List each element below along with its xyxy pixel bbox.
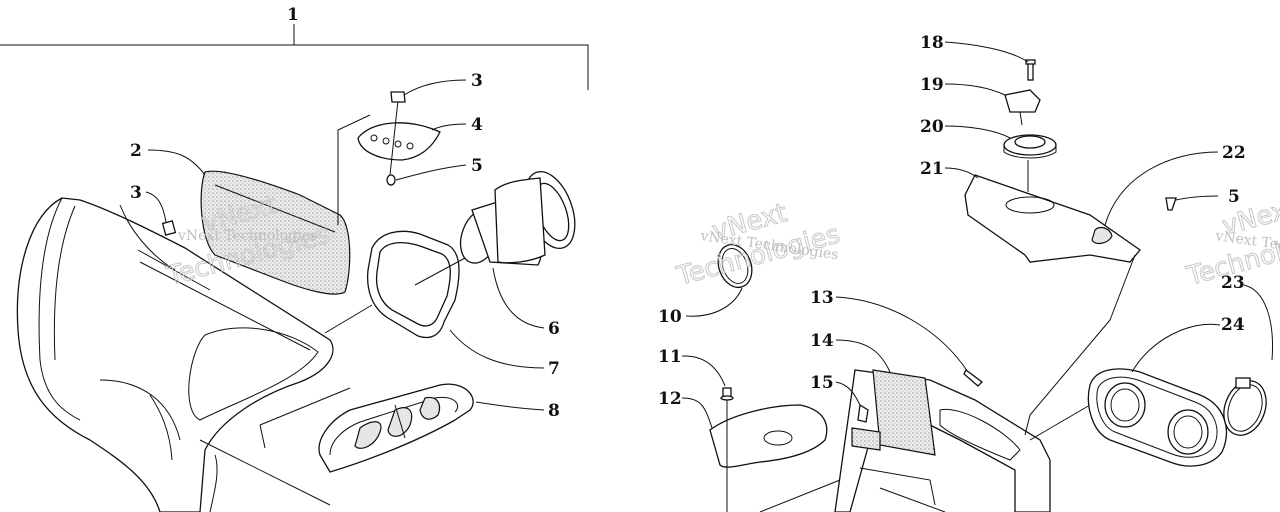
- watermark-left: vNext Technologies vNext Technologies: [163, 190, 334, 293]
- hood-shroud: [16, 197, 334, 512]
- callout-19: 19: [920, 75, 944, 95]
- sensor-19: [1004, 89, 1041, 126]
- callout-20: 20: [920, 117, 944, 137]
- screw-13: [963, 369, 983, 387]
- callout-3-top: 3: [471, 71, 483, 91]
- callout-7: 7: [548, 359, 560, 379]
- callout-12: 12: [658, 389, 682, 409]
- bracket-plate: [357, 99, 441, 176]
- callout-21: 21: [920, 159, 944, 179]
- callout-1: 1: [287, 5, 299, 25]
- assembly-bracket: [0, 24, 589, 90]
- callout-18: 18: [920, 33, 944, 53]
- callout-3-left: 3: [130, 183, 142, 203]
- callout-2: 2: [130, 141, 142, 161]
- callout-4: 4: [471, 115, 483, 135]
- boot-24: [1087, 368, 1227, 467]
- filter-seal: [324, 230, 466, 339]
- screw-top: [386, 174, 396, 186]
- intake-tube: [459, 171, 576, 266]
- foam-block: [200, 170, 351, 295]
- clip-top: [390, 91, 406, 103]
- duct-lines: [1024, 254, 1136, 441]
- screw-right: [1165, 197, 1177, 211]
- callout-6: 6: [548, 319, 560, 339]
- leader-lines: [145, 41, 1274, 429]
- callout-23: 23: [1221, 273, 1245, 293]
- vent-grill: [259, 383, 474, 473]
- screw-18: [1025, 59, 1036, 81]
- watermark-text-left: vNext Technologies: [177, 228, 317, 244]
- callout-22: 22: [1222, 143, 1246, 163]
- watermark-middle: vNext Technologies vNext Technologies: [673, 198, 844, 293]
- mount-plate-21: [964, 160, 1141, 263]
- clamp-23: [1223, 377, 1267, 436]
- callout-8: 8: [548, 401, 560, 421]
- callout-11: 11: [658, 347, 682, 367]
- callout-labels: 1 2 3 3 4 5 6 7 8 10 11 12 13 14 15 18 1…: [130, 5, 1246, 421]
- callout-5-left: 5: [471, 156, 483, 176]
- clip-left: [161, 220, 177, 236]
- fastener-11: [720, 387, 734, 401]
- callout-13: 13: [810, 288, 834, 308]
- grommet-20: [1003, 134, 1057, 159]
- mount-plate: [337, 114, 371, 225]
- callout-24: 24: [1221, 315, 1245, 335]
- callout-15: 15: [810, 373, 834, 393]
- callout-5-right: 5: [1228, 187, 1240, 207]
- callout-14: 14: [810, 331, 834, 351]
- plate-12: [709, 400, 828, 512]
- callout-10: 10: [658, 307, 682, 327]
- clip-15: [857, 403, 869, 423]
- foam-14: [851, 369, 936, 456]
- clamp-10: [717, 243, 753, 289]
